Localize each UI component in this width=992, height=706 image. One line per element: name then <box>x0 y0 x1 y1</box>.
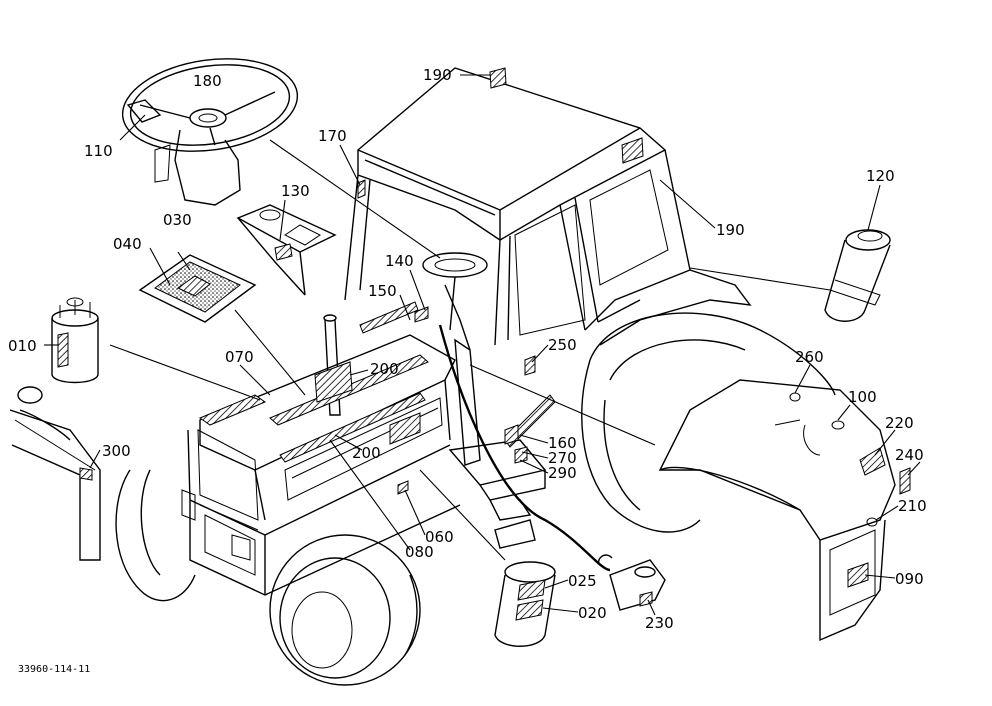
label-025: 025 <box>568 572 597 590</box>
label-230: 230 <box>645 614 674 632</box>
part-labels: 180 110 190 170 190 130 120 030 040 140 … <box>8 66 927 675</box>
label-200-lower: 200 <box>352 444 381 462</box>
label-300: 300 <box>102 442 131 460</box>
label-200-upper: 200 <box>370 360 399 378</box>
label-090: 090 <box>895 570 924 588</box>
detached-parts <box>9 58 891 647</box>
label-250: 250 <box>548 336 577 354</box>
label-080: 080 <box>405 543 434 561</box>
label-260: 260 <box>795 348 824 366</box>
label-100: 100 <box>848 388 877 406</box>
label-120: 120 <box>866 167 895 185</box>
label-110: 110 <box>84 142 113 160</box>
label-190-side: 190 <box>716 221 745 239</box>
label-030: 030 <box>163 211 192 229</box>
document-code: 33960-114-11 <box>18 664 90 675</box>
label-010: 010 <box>8 337 37 355</box>
label-070: 070 <box>225 348 254 366</box>
label-240: 240 <box>895 446 924 464</box>
label-270: 270 <box>548 449 577 467</box>
label-190-top: 190 <box>423 66 452 84</box>
label-060: 060 <box>425 528 454 546</box>
label-170: 170 <box>318 127 347 145</box>
label-140: 140 <box>385 252 414 270</box>
label-150: 150 <box>368 282 397 300</box>
label-160: 160 <box>548 434 577 452</box>
label-290: 290 <box>548 464 577 482</box>
label-180: 180 <box>193 72 222 90</box>
leader-lines <box>44 74 921 616</box>
label-220: 220 <box>885 414 914 432</box>
label-210: 210 <box>898 497 927 515</box>
label-040: 040 <box>113 235 142 253</box>
decals <box>198 67 911 588</box>
label-020: 020 <box>578 604 607 622</box>
tractor-drawing <box>115 67 896 686</box>
label-130: 130 <box>281 182 310 200</box>
